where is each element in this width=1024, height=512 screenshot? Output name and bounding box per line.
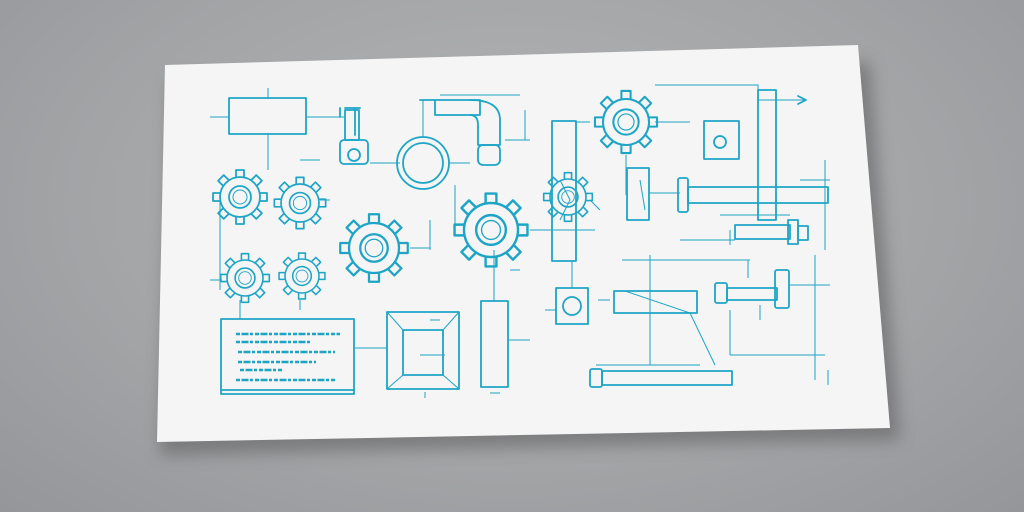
paper-card [157, 45, 890, 442]
drawing [210, 84, 830, 398]
notes-text-block [236, 332, 340, 382]
